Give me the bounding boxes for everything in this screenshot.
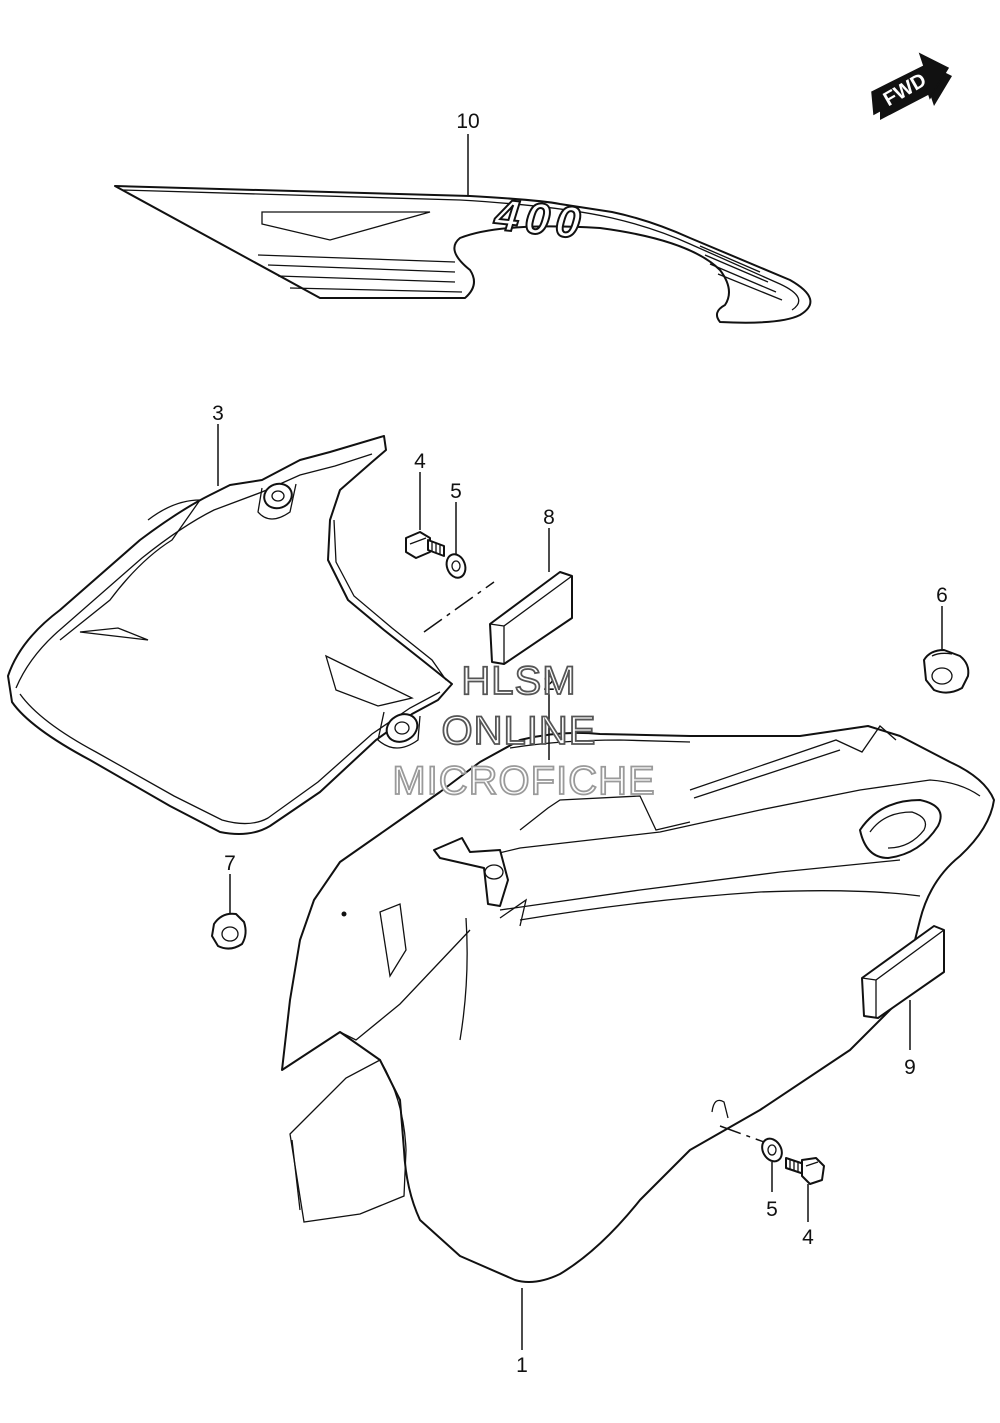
part-5-washer-lower: [719, 1125, 783, 1192]
part-4-bolt-lower: [785, 1157, 825, 1222]
watermark: HLSM ONLINE MICROFICHE: [391, 658, 655, 804]
callout-6: 6: [936, 584, 948, 607]
callout-1: 1: [516, 1354, 528, 1377]
part-1-right-side-cover: [281, 725, 995, 1350]
part-7-grommet: [211, 874, 247, 950]
watermark-line-2: ONLINE: [442, 709, 597, 753]
callout-4-lower: 4: [802, 1226, 814, 1249]
part-10-decal: 400: [114, 134, 812, 324]
callout-7: 7: [224, 852, 236, 875]
callout-10: 10: [456, 110, 479, 133]
callout-5-lower: 5: [766, 1198, 778, 1221]
callout-5-upper: 5: [450, 480, 462, 503]
part-3-left-side-cover: [7, 424, 453, 835]
part-9-cushion-pad: [861, 925, 945, 1050]
callout-8: 8: [543, 506, 555, 529]
callout-labels: 10 3 4 5 8 6 2 7 9 5 4 1: [212, 110, 948, 1377]
callout-2: 2: [543, 672, 555, 695]
callout-4-upper: 4: [414, 450, 426, 473]
watermark-line-1: HLSM: [461, 659, 576, 703]
part-8-cushion-pad: [489, 528, 573, 665]
callout-9: 9: [904, 1056, 916, 1079]
part-6-grommet: [923, 606, 970, 694]
fwd-arrow-icon: FWD: [871, 52, 952, 120]
callout-3: 3: [212, 402, 224, 425]
part-5-washer-upper: [423, 502, 495, 633]
part-4-bolt-upper: [405, 472, 445, 559]
watermark-line-3: MICROFICHE: [392, 759, 655, 803]
part-10-emblem-text: 400: [491, 190, 588, 248]
